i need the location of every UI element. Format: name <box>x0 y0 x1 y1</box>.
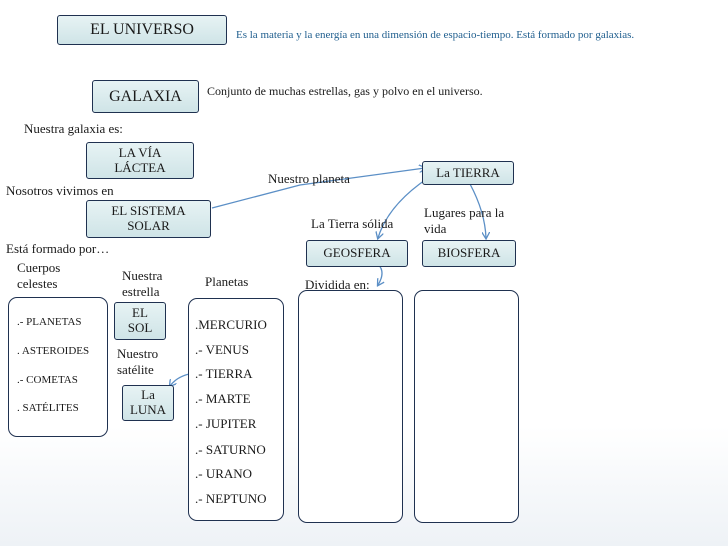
biosfera-divisions-box <box>414 290 519 523</box>
planeta-item: .- SATURNO <box>195 442 266 457</box>
satelite-label-1: Nuestro <box>117 346 159 361</box>
biosfera-box: BIOSFERA <box>422 240 516 267</box>
luna-line1: La <box>141 387 155 403</box>
cuerpos-label-1: Cuerpos <box>17 260 61 275</box>
sol-line1: EL <box>132 305 148 321</box>
tierra-box: La TIERRA <box>422 161 514 185</box>
nuestra-galaxia-label: Nuestra galaxia es: <box>24 121 123 136</box>
planetas-label: Planetas <box>205 274 249 289</box>
tierra-title: La TIERRA <box>436 164 500 180</box>
via-lactea-line1: LA VÍA <box>118 144 162 160</box>
tierra-solida-label: La Tierra sólida <box>311 216 394 231</box>
formado-por-label: Está formado por… <box>6 241 110 256</box>
universo-box: EL UNIVERSO <box>57 15 227 45</box>
nuestro-planeta-label: Nuestro planeta <box>268 171 350 186</box>
cuerpos-item: .- COMETAS <box>17 374 78 386</box>
galaxia-title: GALAXIA <box>109 87 182 105</box>
planeta-item: .- TIERRA <box>195 366 253 381</box>
arrow-sistema-to-tierra <box>211 168 425 209</box>
sistema-solar-box: EL SISTEMA SOLAR <box>86 200 211 238</box>
planeta-item: .- VENUS <box>195 342 249 357</box>
sistema-solar-line2: SOLAR <box>127 218 170 233</box>
sistema-solar-line1: EL SISTEMA <box>111 203 186 219</box>
planeta-item: .MERCURIO <box>195 317 267 332</box>
via-lactea-box: LA VÍA LÁCTEA <box>86 142 194 179</box>
luna-line2: LUNA <box>129 402 167 417</box>
cuerpos-item: .- PLANETAS <box>17 316 82 328</box>
dividida-en-label: Dividida en: <box>305 277 370 292</box>
cuerpos-item: . ASTEROIDES <box>17 345 90 357</box>
sol-line2: SOL <box>127 320 153 335</box>
luna-box: La LUNA <box>122 385 174 421</box>
geosfera-box: GEOSFERA <box>306 240 408 267</box>
cuerpos-item: . SATÉLITES <box>17 402 79 414</box>
via-lactea-line2: LÁCTEA <box>114 159 166 175</box>
planeta-item: .- JUPITER <box>195 416 257 431</box>
arrow-tierra-to-biosfera <box>469 183 486 238</box>
planeta-item: .- URANO <box>195 466 253 481</box>
sol-box: EL SOL <box>114 302 166 340</box>
cuerpos-list-box: .- PLANETAS . ASTEROIDES .- COMETAS . SA… <box>8 297 108 437</box>
cuerpos-label-2: celestes <box>17 276 58 291</box>
galaxia-box: GALAXIA <box>92 80 199 113</box>
arrow-geosfera-to-divided <box>378 263 382 285</box>
lugares-vida-label: Lugares para la vida <box>424 205 505 236</box>
geosfera-title: GEOSFERA <box>323 245 391 261</box>
biosfera-title: BIOSFERA <box>437 245 501 261</box>
sistema-solar-label: Nosotros vivimos en <box>6 183 114 198</box>
arrow-tierra-to-geosfera <box>378 177 429 238</box>
planeta-item: .- MARTE <box>195 391 251 406</box>
universo-title: EL UNIVERSO <box>90 21 194 39</box>
planeta-item: .- NEPTUNO <box>195 491 267 506</box>
planetas-list-box: .MERCURIO .- VENUS .- TIERRA .- MARTE .-… <box>188 298 284 521</box>
satelite-label-2: satélite <box>117 362 154 377</box>
estrella-label-2: estrella <box>122 284 160 299</box>
universo-definition: Es la materia y la energía en una dimens… <box>236 29 635 41</box>
geosfera-divisions-box <box>298 290 403 523</box>
galaxia-definition: Conjunto de muchas estrellas, gas y polv… <box>207 84 483 98</box>
estrella-label-1: Nuestra <box>122 268 163 283</box>
